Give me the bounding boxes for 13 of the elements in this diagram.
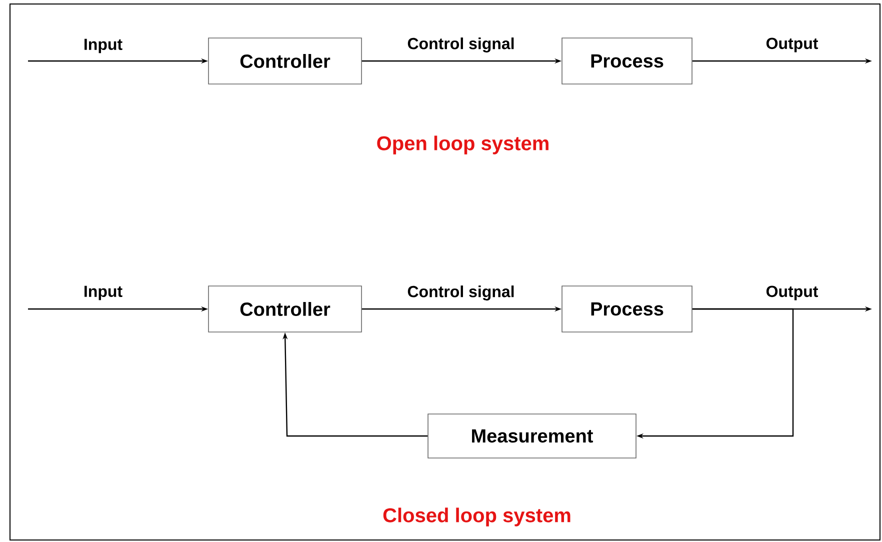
block-box: Process	[562, 286, 692, 332]
block-box: Measurement	[428, 414, 636, 458]
caption-text: Open loop system	[377, 136, 548, 154]
block-box: Controller	[208, 286, 362, 332]
edge-label: Input	[84, 286, 122, 300]
edge-label: Output	[766, 286, 818, 300]
edge-label: Output	[766, 38, 818, 52]
edge-label: Control signal	[408, 38, 514, 52]
edge-label: Input	[84, 38, 122, 54]
block-box: Process	[562, 38, 692, 84]
block-box: Controller	[208, 38, 362, 84]
caption-text: Closed loop system	[383, 508, 570, 526]
edge-label: Control signal	[408, 286, 514, 300]
